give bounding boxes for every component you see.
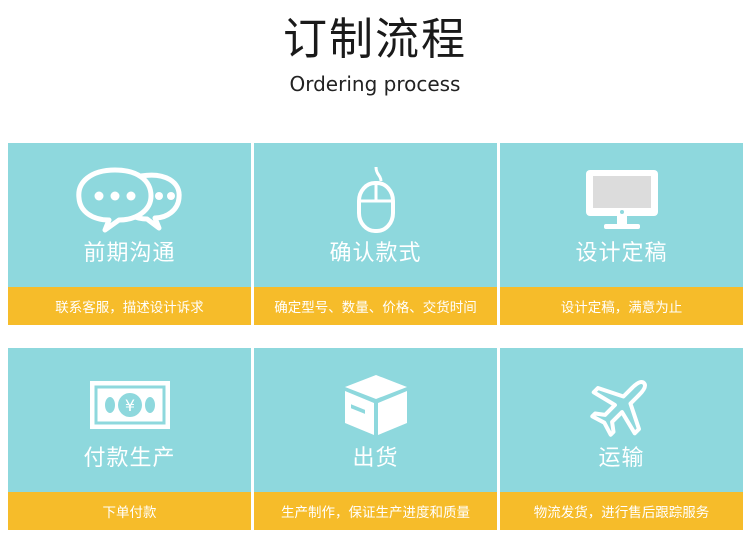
step-description: 设计定稿，满意为止 xyxy=(500,287,743,325)
step-name: 设计定稿 xyxy=(575,241,668,266)
header: 订制流程 Ordering process xyxy=(0,0,750,140)
step-name: 确认款式 xyxy=(329,241,422,266)
step-description: 生产制作，保证生产进度和质量 xyxy=(254,492,497,530)
page-subtitle: Ordering process xyxy=(289,72,461,96)
divider xyxy=(497,348,500,530)
step-card-shipment: 出货 生产制作，保证生产进度和质量 xyxy=(254,348,497,530)
yen-banknote-icon: ¥ xyxy=(8,370,251,440)
divider xyxy=(497,143,500,325)
step-card-confirm-style: 确认款式 确定型号、数量、价格、交货时间 xyxy=(254,143,497,325)
step-card-communication: 前期沟通 联系客服，描述设计诉求 xyxy=(8,143,251,325)
step-description: 联系客服，描述设计诉求 xyxy=(8,287,251,325)
process-row-2: ¥ 付款生产 下单付款 出货 生产制作，保证生产进度和质量 xyxy=(8,348,743,530)
process-row-1: 前期沟通 联系客服，描述设计诉求 确认款式 确定型号、数量、价格、交货时间 xyxy=(8,143,743,325)
step-card-transport: 运输 物流发货，进行售后跟踪服务 xyxy=(500,348,743,530)
step-description: 物流发货，进行售后跟踪服务 xyxy=(500,492,743,530)
svg-text:¥: ¥ xyxy=(124,396,134,415)
airplane-icon xyxy=(500,370,743,440)
step-name: 运输 xyxy=(598,446,645,471)
chat-bubbles-icon xyxy=(8,165,251,235)
step-name: 出货 xyxy=(352,446,399,471)
package-box-icon xyxy=(254,370,497,440)
step-description: 下单付款 xyxy=(8,492,251,530)
step-card-payment: ¥ 付款生产 下单付款 xyxy=(8,348,251,530)
divider xyxy=(251,143,254,325)
step-card-design-final: 设计定稿 设计定稿，满意为止 xyxy=(500,143,743,325)
step-name: 付款生产 xyxy=(83,446,176,471)
divider xyxy=(251,348,254,530)
mouse-icon xyxy=(254,165,497,235)
step-description: 确定型号、数量、价格、交货时间 xyxy=(254,287,497,325)
step-name: 前期沟通 xyxy=(83,241,176,266)
monitor-icon xyxy=(500,165,743,235)
page-title: 订制流程 xyxy=(283,14,467,65)
